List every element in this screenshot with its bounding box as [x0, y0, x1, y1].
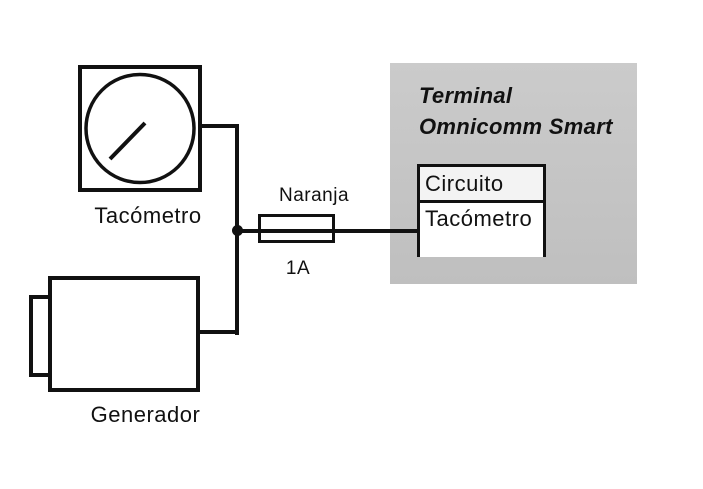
wire-main-to-terminal	[236, 229, 419, 233]
circuit-table-cell-tacometro: Tacómetro	[420, 203, 543, 257]
dial-needle	[108, 121, 147, 161]
wire-tachometer-horizontal	[198, 124, 239, 128]
wire-generator-horizontal	[197, 330, 239, 334]
circuit-table-header: Circuito	[420, 167, 543, 203]
tachometer-label: Tacómetro	[94, 203, 202, 228]
circuit-table: Circuito Tacómetro	[417, 164, 546, 257]
tachometer-symbol	[78, 65, 202, 192]
generator-label: Generador	[90, 402, 201, 427]
generator-symbol	[48, 276, 200, 392]
fuse-symbol	[258, 214, 335, 243]
terminal-panel-title-line-2: Omnicomm Smart	[419, 114, 613, 139]
wire-junction-dot	[232, 225, 243, 236]
terminal-panel-title-line-1: Terminal	[419, 83, 513, 108]
terminal-panel-title: Terminal Omnicomm Smart	[419, 80, 613, 142]
wire-color-label: Naranja	[278, 185, 350, 206]
tachometer-dial-icon	[84, 72, 196, 185]
fuse-rating-label: 1A	[285, 258, 311, 279]
dial-circle	[84, 72, 196, 185]
